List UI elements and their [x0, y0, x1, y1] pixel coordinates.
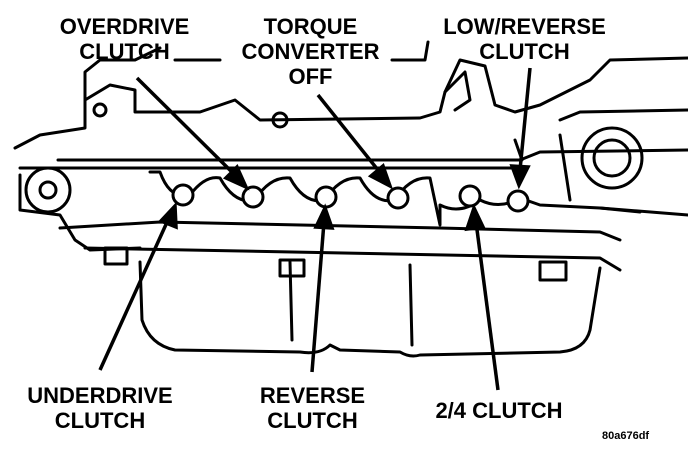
port-2-4: [458, 184, 482, 208]
label-torque-line2: CONVERTER: [241, 39, 380, 64]
output-bore-inner: [592, 138, 632, 178]
arrow-underdrive-line: [98, 219, 170, 371]
label-overdrive-clutch: OVERDRIVE CLUTCH: [52, 14, 197, 64]
arrow-reverse-line: [310, 221, 326, 373]
arrow-low-reverse-line: [518, 67, 532, 171]
housing-bolt-head: [92, 102, 108, 118]
pan-bolt: [538, 260, 568, 282]
linkage-bracket: [443, 70, 472, 112]
pan-bolt: [103, 246, 129, 266]
label-overdrive-line2: CLUTCH: [79, 39, 170, 64]
label-torque-line3: OFF: [288, 64, 333, 89]
right-housing-lower: [598, 206, 688, 217]
port-low-reverse: [506, 189, 530, 213]
label-lowrev-line1: LOW/REVERSE: [443, 14, 606, 39]
label-bracket-right: [390, 40, 430, 62]
oil-pan-rim: [83, 246, 622, 272]
label-underdrive-clutch: UNDERDRIVE CLUTCH: [16, 383, 184, 433]
arrow-torque-head: [367, 163, 394, 190]
label-low-reverse-clutch: LOW/REVERSE CLUTCH: [432, 14, 617, 64]
oil-pan-outline: [138, 260, 602, 358]
label-reverse-line1: REVERSE: [259, 383, 366, 408]
arrow-overdrive-line: [135, 76, 240, 180]
valve-body-lower-edge: [58, 220, 622, 242]
left-end-bracket: [18, 173, 142, 252]
port-underdrive: [171, 183, 195, 207]
oil-pan-rib: [288, 260, 294, 342]
arrow-2-4-line: [474, 221, 500, 391]
port-overdrive: [241, 185, 265, 209]
label-reverse-clutch: REVERSE CLUTCH: [250, 383, 375, 433]
label-underdrive-line2: CLUTCH: [54, 408, 146, 433]
arrow-torque-line: [316, 93, 384, 177]
upper-housing-outline: [13, 56, 688, 150]
left-end-bore: [38, 180, 58, 200]
port-reverse: [314, 185, 338, 209]
right-housing-web: [558, 133, 572, 202]
arrow-overdrive-head: [222, 163, 250, 191]
valve-body-top-edge: [56, 148, 688, 162]
right-housing: [558, 108, 688, 122]
label-lowrev-line2: CLUTCH: [479, 39, 570, 64]
label-reverse-line2: CLUTCH: [267, 408, 358, 433]
pan-bolt: [278, 258, 306, 278]
port-torque-converter-off: [386, 186, 410, 210]
label-overdrive-line1: OVERDRIVE: [59, 14, 190, 39]
upper-housing-rim: [83, 46, 162, 102]
arrow-2-4-head: [464, 203, 486, 232]
output-bore: [580, 126, 644, 190]
oil-pan-rib: [408, 263, 414, 347]
left-end-boss: [24, 166, 72, 214]
label-torque-line1: TORQUE: [263, 14, 358, 39]
housing-bolt-head: [271, 111, 289, 129]
label-torque-converter-off: TORQUE CONVERTER OFF: [228, 14, 393, 89]
arrow-reverse-head: [313, 203, 335, 230]
label-underdrive-line1: UNDERDRIVE: [27, 383, 173, 408]
arrow-low-reverse-head: [509, 164, 531, 190]
figure-code: 80a676df: [602, 430, 650, 442]
label-2-4-clutch: 2/4 CLUTCH: [435, 398, 563, 423]
arrow-underdrive-head: [157, 201, 178, 230]
